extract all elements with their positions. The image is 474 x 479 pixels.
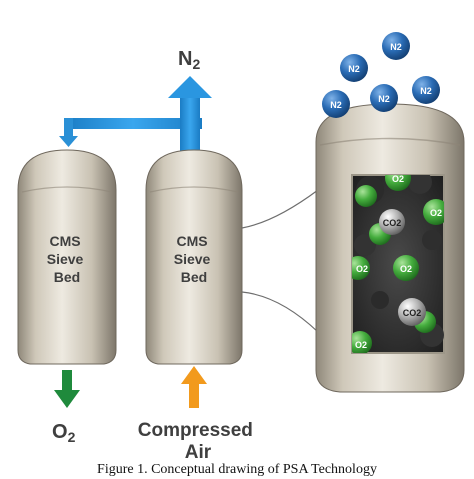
o2-molecule: O2	[352, 331, 372, 353]
co2-molecule: CO2	[398, 298, 426, 326]
sieve-bed-right: CMS Sieve Bed	[145, 149, 243, 365]
svg-text:CO2: CO2	[383, 218, 402, 228]
nitrogen-label: N2	[178, 48, 200, 72]
sieve-bed-left-line3: Bed	[54, 269, 80, 285]
figure-caption: Figure 1. Conceptual drawing of PSA Tech…	[97, 462, 377, 477]
oxygen-arrow	[54, 370, 80, 408]
svg-text:O2: O2	[392, 174, 404, 184]
svg-text:CO2: CO2	[403, 308, 422, 318]
sieve-bed-left: CMS Sieve Bed	[17, 149, 117, 365]
o2-molecule: O2	[423, 199, 444, 225]
sieve-bed-right-line3: Bed	[181, 269, 207, 285]
o2-molecule: O2	[393, 255, 419, 281]
svg-text:N2: N2	[390, 42, 402, 52]
compressed-air-label: Compressed Air	[138, 420, 258, 463]
compressed-air-arrow	[181, 366, 207, 408]
svg-text:O2: O2	[355, 340, 367, 350]
svg-text:CMS Sieve Bed: CMS Sieve Bed	[47, 233, 87, 285]
o2-molecule: O2	[352, 256, 370, 280]
n2-molecule: N2	[370, 84, 398, 112]
zoom-lines	[241, 189, 319, 333]
oxygen-label: O2	[52, 421, 76, 445]
svg-text:N2: N2	[330, 100, 342, 110]
co2-molecule: CO2	[369, 209, 405, 245]
n2-molecule: N2	[382, 32, 410, 60]
sieve-bed-left-line2: Sieve	[47, 251, 84, 267]
sieve-bed-right-line1: CMS	[176, 233, 207, 249]
n2-molecule: N2	[412, 76, 440, 104]
svg-text:O2: O2	[400, 264, 412, 274]
n2-molecule: N2	[340, 54, 368, 82]
sieve-bed-left-line1: CMS	[49, 233, 80, 249]
nitrogen-flow-arrows	[59, 76, 212, 156]
o2-molecule	[355, 185, 377, 207]
o2-molecule: O2	[385, 174, 411, 191]
svg-text:CMS Sieve Bed: CMS Sieve Bed	[174, 233, 214, 285]
svg-text:N2: N2	[420, 86, 432, 96]
svg-text:O2: O2	[356, 264, 368, 274]
nitrogen-arrow-head	[168, 76, 212, 98]
svg-text:N2: N2	[378, 94, 390, 104]
n2-molecule: N2	[322, 90, 350, 118]
svg-text:O2: O2	[430, 208, 442, 218]
magnified-vessel: O2 O2 O2 O2 O2	[315, 103, 465, 393]
svg-text:N2: N2	[348, 64, 360, 74]
n2-molecules: N2 N2 N2 N2 N2	[322, 32, 440, 118]
sieve-bed-right-line2: Sieve	[174, 251, 211, 267]
